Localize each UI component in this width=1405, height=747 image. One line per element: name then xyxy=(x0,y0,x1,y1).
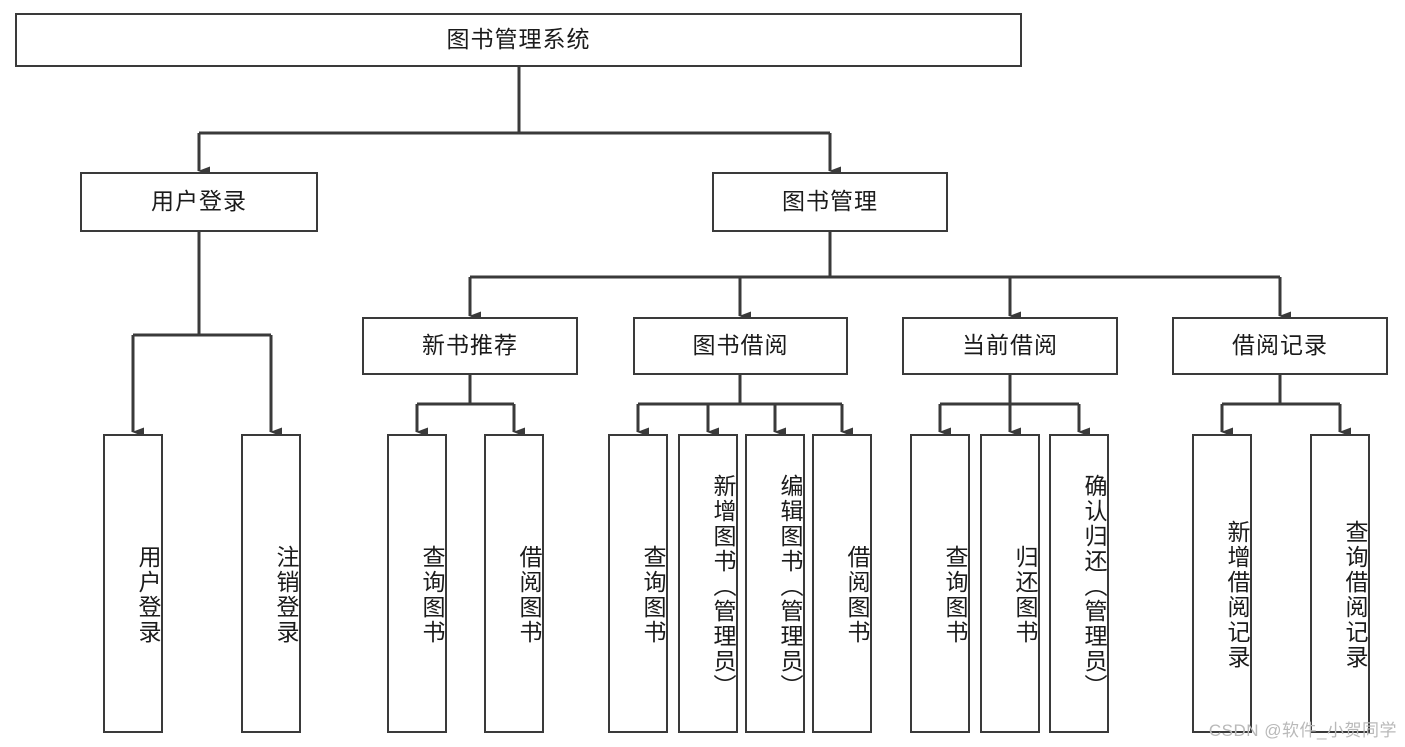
node-root[interactable]: 图书管理系统 xyxy=(15,13,1022,67)
node-current-borrow[interactable]: 当前借阅 xyxy=(902,317,1118,375)
node-book-borrow-label: 图书借阅 xyxy=(692,332,789,359)
node-leaf-query-record-label: 查询借阅记录 xyxy=(1342,519,1368,670)
node-root-label: 图书管理系统 xyxy=(446,26,591,53)
node-current-borrow-label: 当前借阅 xyxy=(962,332,1058,359)
watermark: CSDN @软件_小贺同学 xyxy=(1208,721,1397,740)
node-leaf-query-book-3-label: 查询图书 xyxy=(942,544,968,645)
node-leaf-logout-login[interactable]: 注销登录 xyxy=(241,434,301,733)
node-leaf-borrow-book-1-label: 借阅图书 xyxy=(516,544,542,645)
node-borrow-record[interactable]: 借阅记录 xyxy=(1172,317,1388,375)
node-leaf-borrow-book-2-label: 借阅图书 xyxy=(844,544,870,645)
node-leaf-add-book-label: 新增图书（管理员） xyxy=(710,474,736,699)
node-user-login[interactable]: 用户登录 xyxy=(80,172,318,232)
node-leaf-edit-book-label: 编辑图书（管理员） xyxy=(777,474,803,699)
node-leaf-query-record[interactable]: 查询借阅记录 xyxy=(1310,434,1370,733)
node-user-login-label: 用户登录 xyxy=(151,188,247,215)
node-leaf-query-book-1-label: 查询图书 xyxy=(419,544,445,645)
node-new-book-recommend[interactable]: 新书推荐 xyxy=(362,317,578,375)
node-leaf-query-book-2[interactable]: 查询图书 xyxy=(608,434,668,733)
node-leaf-borrow-book-1[interactable]: 借阅图书 xyxy=(484,434,544,733)
node-leaf-query-book-3[interactable]: 查询图书 xyxy=(910,434,970,733)
node-leaf-logout-login-label: 注销登录 xyxy=(273,544,299,645)
node-leaf-edit-book[interactable]: 编辑图书（管理员） xyxy=(745,434,805,733)
node-borrow-record-label: 借阅记录 xyxy=(1232,332,1328,359)
node-leaf-return-book[interactable]: 归还图书 xyxy=(980,434,1040,733)
node-book-manage[interactable]: 图书管理 xyxy=(712,172,948,232)
node-leaf-add-record-label: 新增借阅记录 xyxy=(1224,519,1250,670)
node-leaf-query-book-2-label: 查询图书 xyxy=(640,544,666,645)
node-leaf-confirm-return[interactable]: 确认归还（管理员） xyxy=(1049,434,1109,733)
node-leaf-user-login-label: 用户登录 xyxy=(135,544,161,645)
node-leaf-user-login[interactable]: 用户登录 xyxy=(103,434,163,733)
node-leaf-add-book[interactable]: 新增图书（管理员） xyxy=(678,434,738,733)
node-book-borrow[interactable]: 图书借阅 xyxy=(633,317,848,375)
node-leaf-borrow-book-2[interactable]: 借阅图书 xyxy=(812,434,872,733)
node-book-manage-label: 图书管理 xyxy=(782,188,878,215)
node-new-book-recommend-label: 新书推荐 xyxy=(422,332,518,359)
node-leaf-return-book-label: 归还图书 xyxy=(1012,544,1038,645)
node-leaf-query-book-1[interactable]: 查询图书 xyxy=(387,434,447,733)
node-leaf-confirm-return-label: 确认归还（管理员） xyxy=(1081,474,1107,699)
node-leaf-add-record[interactable]: 新增借阅记录 xyxy=(1192,434,1252,733)
